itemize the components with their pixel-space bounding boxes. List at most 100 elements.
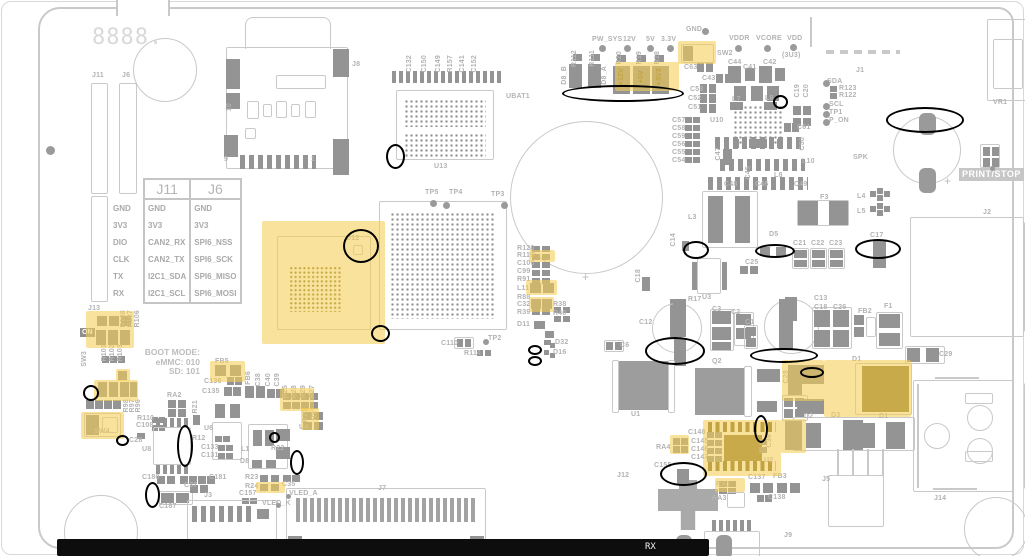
component-pad [223,436,230,442]
component-label: UBAT1 [506,93,530,100]
component-pad [545,331,554,338]
component-pad [700,94,707,103]
component-pad [159,425,165,431]
pinout-cell: I2C1_SDA [142,268,192,285]
highlight-region [94,380,138,401]
component-label: SPK [853,154,868,161]
component-pad [113,400,121,409]
annotation-ellipse [343,229,379,263]
component-label: TP3 [491,191,505,198]
component-pad [992,147,999,156]
component-label: VCORE [756,35,782,42]
component-label: C47 [715,147,722,161]
component-label: C38 [255,373,262,387]
component-pad [569,64,582,88]
component-pad [830,260,843,267]
component-pad [830,93,837,99]
component-out [704,531,760,556]
component-pad [751,86,763,101]
component-label: J14 [934,495,947,502]
component-pad [226,453,233,459]
component-label: D5 [769,231,779,238]
component-pad [198,476,206,484]
component-label: C28 [129,437,143,444]
component-label: C3 [712,306,722,313]
component-pad [544,350,549,355]
component-pad [745,68,755,81]
component-line [837,449,839,476]
component-comb2 [392,71,502,83]
component-pad [735,196,750,243]
highlight-region [81,412,124,439]
component-pad [843,420,863,450]
component-out [727,492,745,508]
annotation-ellipse [371,325,390,342]
component-out [604,340,624,352]
component-label: J5 [822,476,831,483]
component-pad [757,369,780,382]
component-out [291,104,300,117]
component-pr [716,535,732,556]
component-label: J7 [378,485,387,492]
component-pad [532,270,540,276]
component-out [454,337,474,349]
component-label: C51 [688,104,702,111]
component-out [212,422,242,460]
bottom-status-bar: RX [57,539,709,556]
component-label: J11 [92,72,104,79]
component-pad [983,158,990,167]
component-label: RA3 [712,495,727,502]
component-pad [485,350,491,356]
component-comb [715,137,803,149]
pinout-cell: 3V3 [189,217,242,234]
component-pad [257,509,269,519]
component-label: R123 [839,85,857,92]
component-label: C22 [811,240,825,247]
component-label: J3 [204,492,213,499]
component-pad [542,270,550,276]
component-label: C133 [201,444,219,451]
component-label: TP2 [488,335,502,342]
test-point [790,44,797,51]
component-label: C13 [814,295,828,302]
component-label: L6 [765,95,774,102]
component-jack [658,480,718,530]
component-pad [118,356,125,363]
component-pad [926,348,939,362]
component-pad [740,266,748,274]
test-point [624,45,631,52]
component-pad [983,147,990,156]
component-pr [919,168,936,193]
component-label: RA2 [167,392,182,399]
component-label: U6 [204,425,214,432]
component-pad [573,54,582,61]
component-pad [706,63,713,72]
component-label: L3 [688,214,697,221]
component-pad [655,55,664,62]
component-pad [708,196,723,243]
component-pad [465,339,471,347]
component-label: VDDR [729,35,750,42]
component-pad [267,389,275,398]
annotation-ellipse [386,144,405,169]
component-pad [532,262,540,268]
component-label: RA4 [656,444,671,451]
component-label: R114 [464,350,482,357]
component-label: C108 [136,422,154,429]
component-label: SW3 [81,351,88,367]
component-label: C29 [939,351,953,358]
component-label: J9 [784,532,793,539]
component-pad [137,433,145,439]
component-out [91,196,108,302]
component-pad [830,250,843,258]
component-fill [695,368,744,415]
component-comb [708,177,808,190]
component-pad [250,498,257,504]
component-pad [550,353,555,358]
component-label: L1 [241,446,250,453]
component-label: C48 [724,181,738,188]
component-bga [390,212,496,319]
component-pad [709,104,716,113]
component-label: C181 [209,474,227,481]
